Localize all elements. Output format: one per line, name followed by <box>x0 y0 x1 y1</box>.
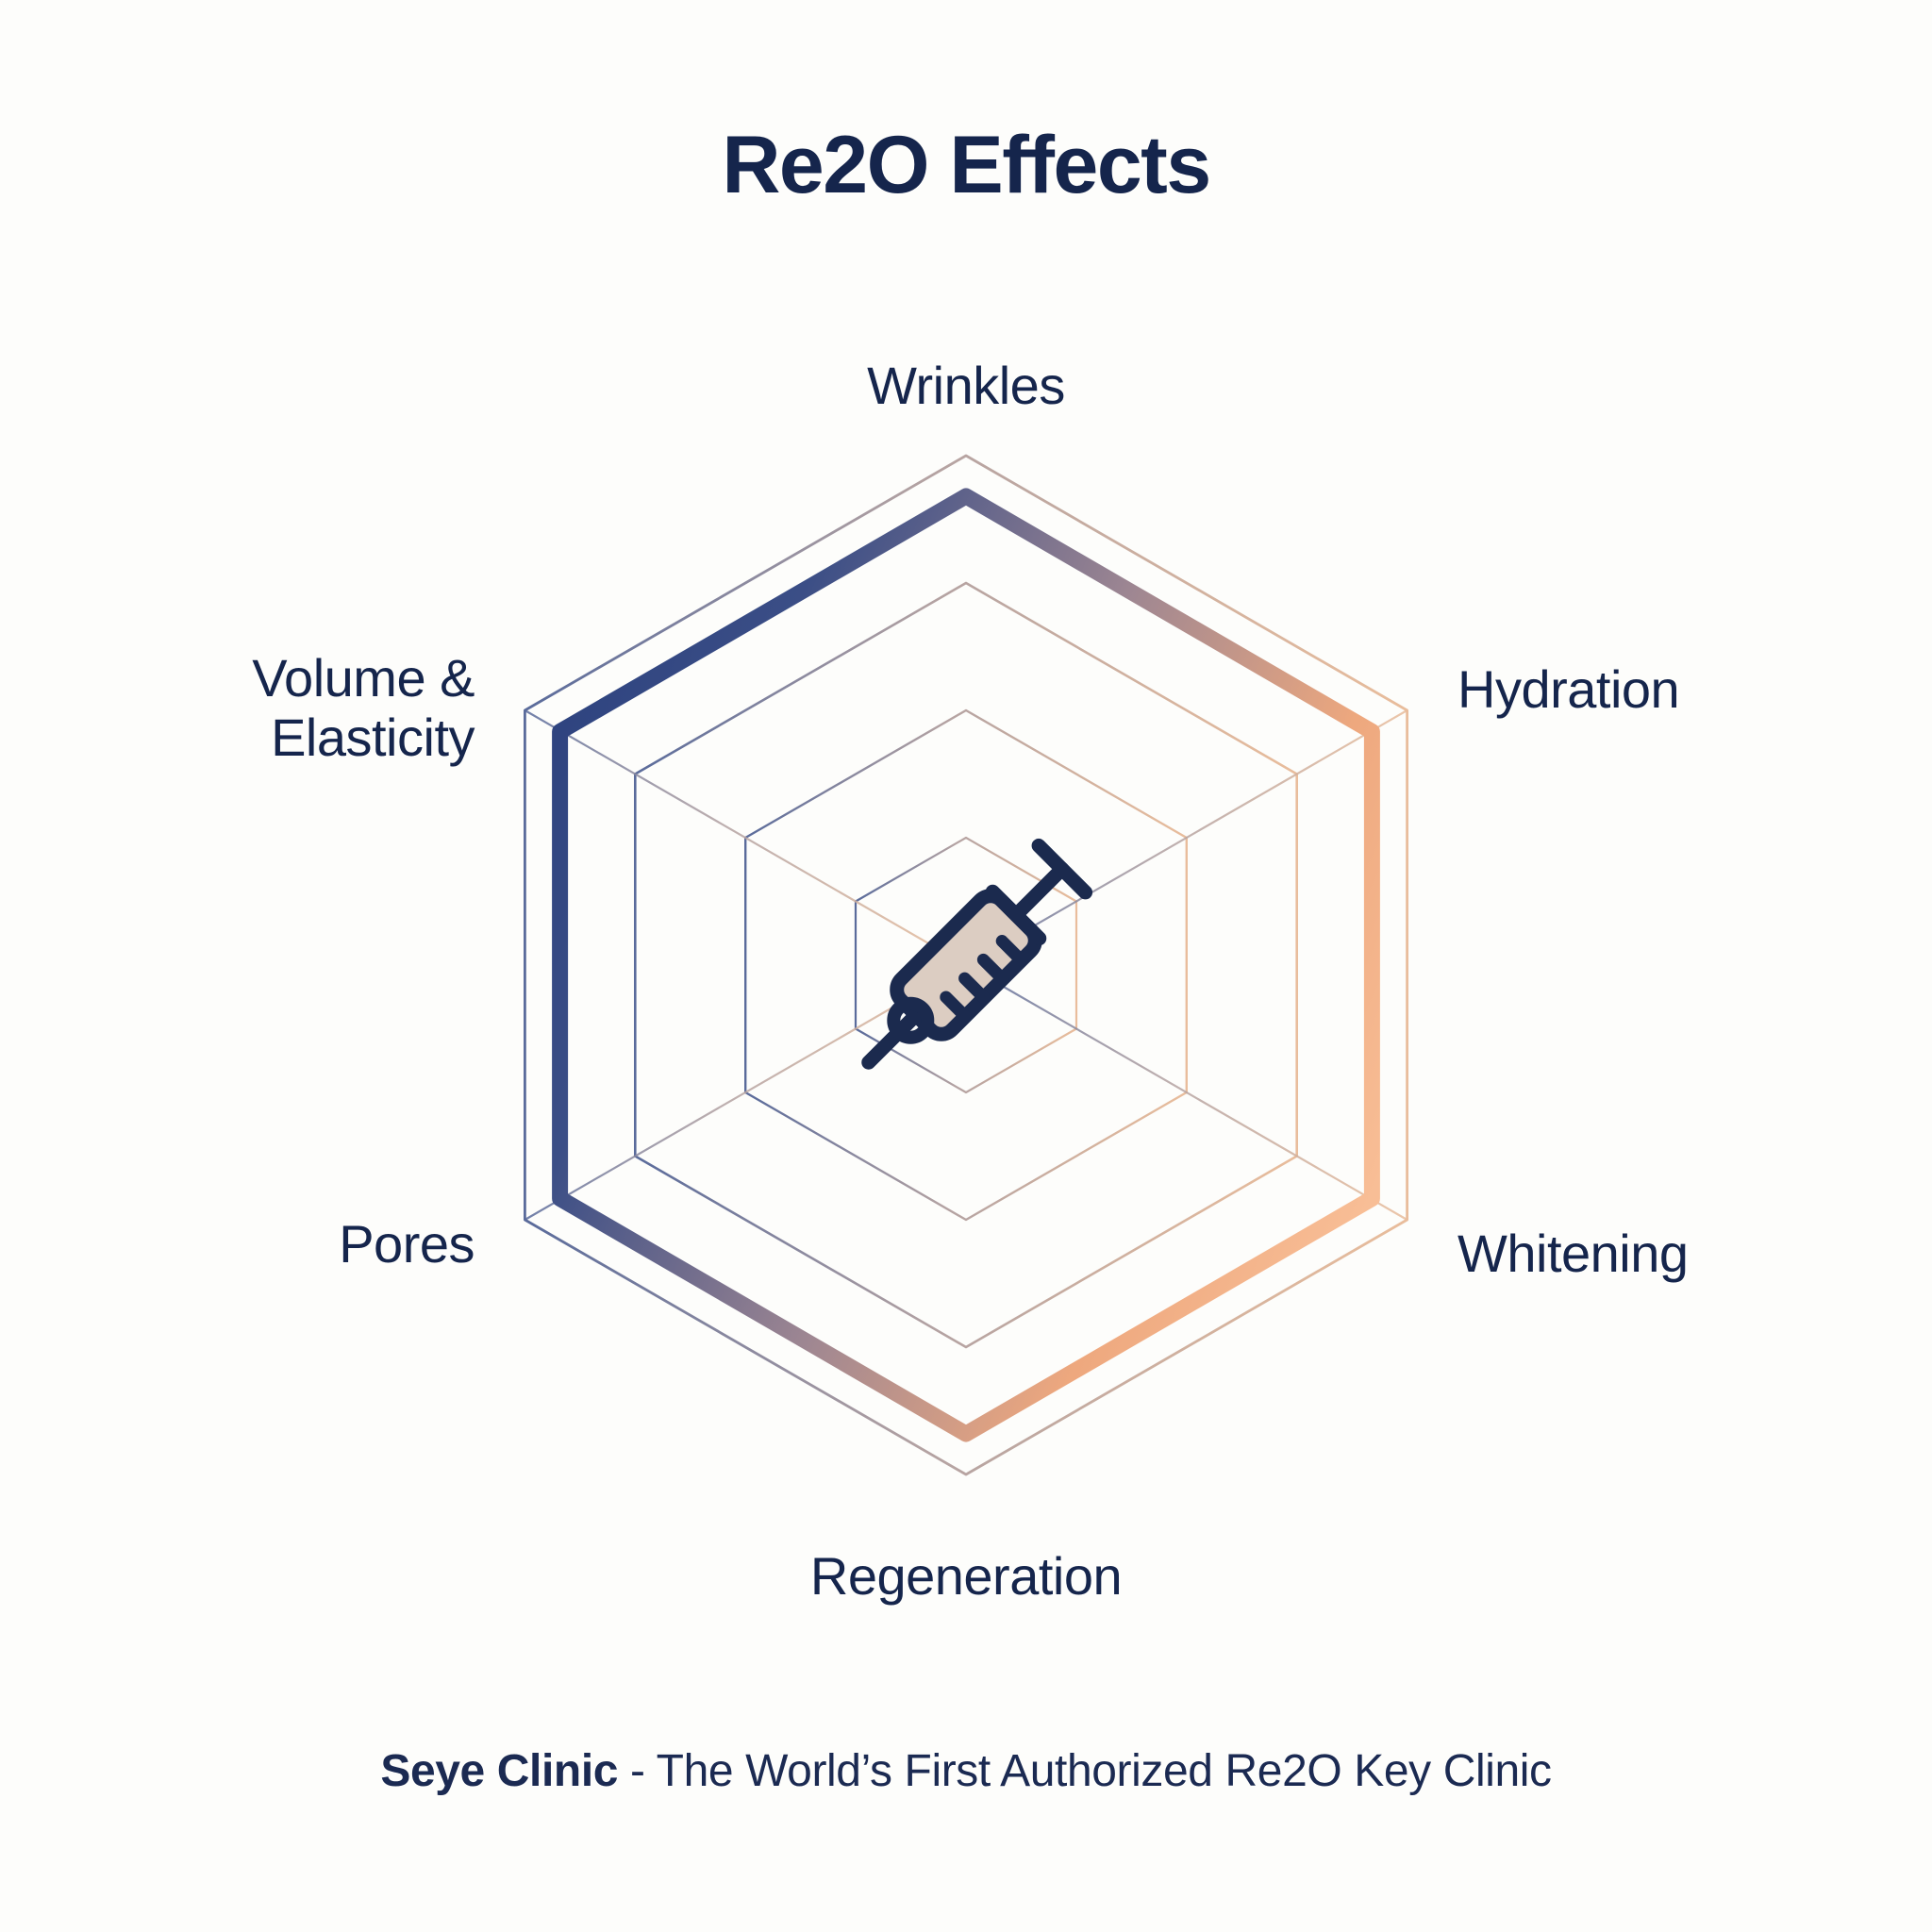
grid-ring-2 <box>744 708 1189 1222</box>
axis-label-volume-elasticity: Volume & Elasticity <box>252 648 475 767</box>
series-polygon-re2o <box>552 488 1380 1442</box>
radar-spokes <box>524 456 1408 1474</box>
axis-label-pores: Pores <box>339 1214 475 1274</box>
spoke-volume <box>524 709 967 966</box>
grid-ring-4 <box>524 454 1408 1476</box>
grid-ring-3 <box>633 581 1298 1349</box>
clinic-tagline: - The World’s First Authorized Re2O Key … <box>618 1746 1552 1796</box>
axis-label-wrinkles: Wrinkles <box>867 356 1065 415</box>
syringe-plunger-flange <box>1031 838 1093 900</box>
clinic-brand-name: Seye Clinic <box>380 1746 619 1796</box>
syringe-barrel-flange <box>985 884 1047 946</box>
syringe-plunger-rod <box>1008 861 1070 923</box>
axis-label-hydration: Hydration <box>1457 659 1680 719</box>
syringe-hub <box>887 996 935 1044</box>
spoke-hydration <box>965 709 1408 966</box>
spoke-whitening <box>965 964 1408 1221</box>
syringe-graduations <box>940 935 1028 1023</box>
syringe-icon <box>861 838 1093 1070</box>
footer-caption: Seye Clinic - The World’s First Authoriz… <box>0 1745 1932 1797</box>
grid-ring-1 <box>854 836 1078 1094</box>
syringe-needle <box>861 1008 924 1070</box>
spoke-pores <box>524 964 967 1221</box>
axis-label-regeneration: Regeneration <box>809 1546 1123 1606</box>
syringe-barrel <box>890 889 1042 1041</box>
axis-label-whitening: Whitening <box>1457 1224 1689 1283</box>
page-title: Re2O Effects <box>722 120 1211 210</box>
radar-grid <box>524 454 1408 1476</box>
